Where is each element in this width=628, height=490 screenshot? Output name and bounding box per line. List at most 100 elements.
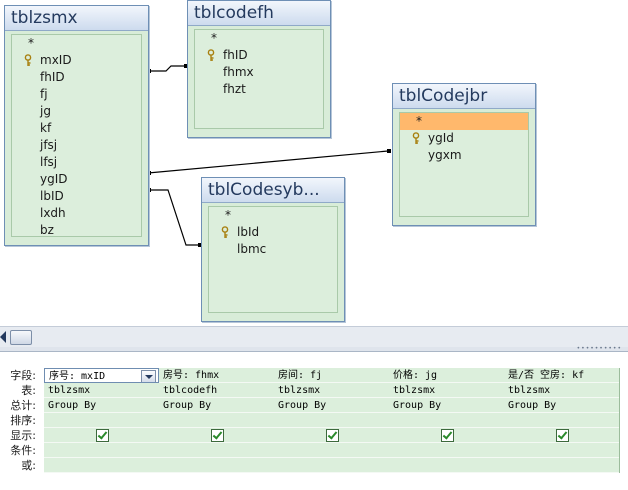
table-tblcodejbr[interactable]: tblCodejbr * ygId ygxm: [392, 83, 536, 226]
sort-cell[interactable]: [274, 413, 389, 428]
or-cell[interactable]: [389, 458, 504, 473]
horizontal-scrollbar[interactable]: [0, 326, 628, 347]
show-checkbox[interactable]: [555, 429, 569, 442]
total-cell[interactable]: Group By: [44, 398, 159, 413]
field-item[interactable]: ygID: [40, 172, 68, 186]
field-cell-text: 序号: mxID: [49, 371, 106, 382]
field-cell[interactable]: 房间: fj: [274, 368, 389, 383]
field-item[interactable]: fj: [40, 87, 48, 101]
field-item[interactable]: fhmx: [223, 65, 254, 79]
primary-key-icon: [412, 132, 420, 144]
grid-column: 价格: jg tblzsmx Group By: [389, 368, 505, 473]
total-cell[interactable]: Group By: [274, 398, 389, 413]
relationship-lines: [147, 64, 391, 247]
table-cell[interactable]: tblzsmx: [44, 383, 159, 398]
relationship-line-lb[interactable]: [148, 189, 201, 246]
field-item[interactable]: lbID: [40, 189, 64, 203]
field-item[interactable]: lxdh: [40, 206, 66, 220]
field-cell[interactable]: 序号: mxID: [44, 368, 159, 383]
total-cell[interactable]: Group By: [504, 398, 619, 413]
table-tblcodefh[interactable]: tblcodefh * fhID fhmx fhzt: [187, 0, 331, 138]
primary-key-icon: [24, 54, 32, 66]
show-checkbox[interactable]: [210, 429, 224, 442]
criteria-cell[interactable]: [274, 443, 389, 458]
field-item[interactable]: lfsj: [40, 155, 58, 169]
field-item[interactable]: bz: [40, 223, 54, 237]
field-item[interactable]: lbId: [209, 224, 337, 241]
relationship-line-fh[interactable]: [148, 65, 187, 72]
field-list-tblcodejbr: * ygId ygxm: [399, 112, 529, 217]
table-cell[interactable]: tblzsmx: [504, 383, 619, 398]
field-cell[interactable]: 房号: fhmx: [159, 368, 274, 383]
field-item[interactable]: jfsj: [40, 138, 58, 152]
sort-cell[interactable]: [44, 413, 159, 428]
scroll-left-arrow-icon[interactable]: [0, 331, 6, 343]
sort-cell[interactable]: [159, 413, 274, 428]
total-cell[interactable]: Group By: [389, 398, 504, 413]
field-item[interactable]: *: [28, 36, 34, 50]
scroll-thumb[interactable]: [10, 330, 32, 345]
show-checkbox[interactable]: [440, 429, 454, 442]
field-item[interactable]: kf: [40, 121, 52, 135]
table-tblzsmx[interactable]: tblzsmx * mxID fhID fj jg kf jfsj lfsj y…: [4, 5, 149, 246]
query-design-pane: tblzsmx * mxID fhID fj jg kf jfsj lfsj y…: [4, 0, 536, 322]
table-title-tblcodefh[interactable]: tblcodefh: [188, 1, 330, 26]
table-cell[interactable]: tblcodefh: [159, 383, 274, 398]
pane-splitter[interactable]: ••••••••••: [0, 345, 628, 352]
field-list-tblzsmx: * mxID fhID fj jg kf jfsj lfsj ygID lbID…: [11, 34, 142, 237]
primary-key-icon: [207, 49, 215, 61]
field-list-tblcodesyb: * lbId lbmc: [208, 206, 338, 313]
show-checkbox[interactable]: [325, 429, 339, 442]
show-cell: [44, 428, 159, 443]
or-cell[interactable]: [504, 458, 619, 473]
criteria-cell[interactable]: [389, 443, 504, 458]
total-cell[interactable]: Group By: [159, 398, 274, 413]
grip-icon: ••••••••••: [576, 345, 622, 352]
row-label-field: 字段:: [10, 369, 36, 382]
field-item[interactable]: *: [225, 208, 231, 222]
show-cell: [389, 428, 504, 443]
row-label-criteria: 条件:: [10, 444, 36, 457]
table-tblcodesyb[interactable]: tblCodesyb... * lbId lbmc: [201, 177, 345, 322]
grid-column: 房间: fj tblzsmx Group By: [274, 368, 390, 473]
field-cell[interactable]: 是/否 空房: kf: [504, 368, 619, 383]
field-label: ygId: [428, 131, 454, 145]
grid-column: 序号: mxID tblzsmx Group By: [44, 368, 160, 473]
field-item[interactable]: mxID: [12, 52, 141, 69]
sort-cell[interactable]: [504, 413, 619, 428]
criteria-cell[interactable]: [159, 443, 274, 458]
field-item[interactable]: jg: [40, 104, 51, 118]
primary-key-icon: [221, 226, 229, 238]
grid-column: 是/否 空房: kf tblzsmx Group By: [504, 368, 620, 473]
table-title-tblcodesyb[interactable]: tblCodesyb...: [202, 178, 344, 203]
or-cell[interactable]: [274, 458, 389, 473]
field-label: lbId: [237, 225, 260, 239]
query-design-grid: 字段: 表: 总计: 排序: 显示: 条件: 或: 序号: mxID tblzs…: [0, 352, 628, 490]
field-item[interactable]: ygxm: [428, 148, 462, 162]
sort-cell[interactable]: [389, 413, 504, 428]
field-list-tblcodefh: * fhID fhmx fhzt: [194, 29, 324, 129]
field-item[interactable]: fhzt: [223, 82, 246, 96]
table-title-tblcodejbr[interactable]: tblCodejbr: [393, 84, 535, 109]
table-cell[interactable]: tblzsmx: [389, 383, 504, 398]
table-cell[interactable]: tblzsmx: [274, 383, 389, 398]
show-cell: [159, 428, 274, 443]
field-item-selected[interactable]: *: [400, 113, 528, 130]
or-cell[interactable]: [44, 458, 159, 473]
table-title-tblzsmx[interactable]: tblzsmx: [5, 6, 148, 31]
dropdown-arrow-icon[interactable]: [141, 370, 156, 382]
field-cell[interactable]: 价格: jg: [389, 368, 504, 383]
row-label-or: 或:: [21, 459, 36, 472]
criteria-cell[interactable]: [44, 443, 159, 458]
show-checkbox[interactable]: [95, 429, 109, 442]
field-item[interactable]: fhID: [40, 70, 65, 84]
field-item[interactable]: *: [211, 31, 217, 45]
field-item[interactable]: fhID: [195, 47, 323, 64]
criteria-cell[interactable]: [504, 443, 619, 458]
field-label: fhID: [223, 48, 248, 62]
field-item[interactable]: lbmc: [237, 242, 267, 256]
relationship-line-yg[interactable]: [147, 150, 389, 174]
or-cell[interactable]: [159, 458, 274, 473]
show-cell: [274, 428, 389, 443]
field-item[interactable]: ygId: [400, 130, 528, 147]
